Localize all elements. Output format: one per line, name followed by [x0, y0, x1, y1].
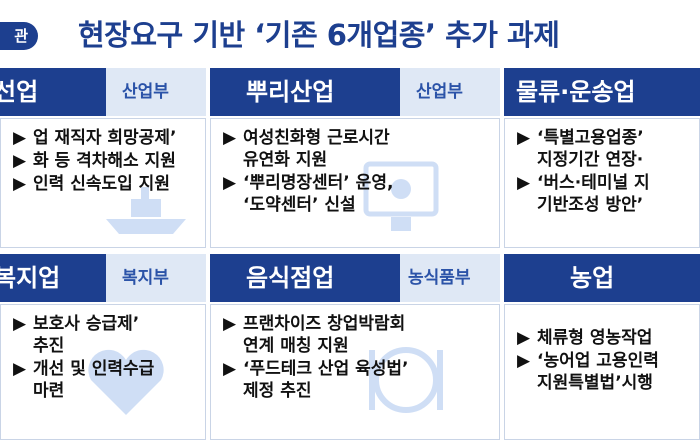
cell-head-welfare: 복지업 복지부 [0, 254, 206, 302]
bullet-item: ▶‘푸드테크 산업 육성법’제정 추진 [223, 359, 409, 401]
ship-icon [106, 187, 186, 234]
sector-label: 음식점업 [246, 264, 335, 292]
ministry-label: 복지부 [122, 268, 169, 288]
heart-hand-icon [88, 349, 164, 415]
header: 관 현장요구 기반 ‘기존 6개업종’ 추가 과제 [0, 0, 700, 64]
ministry-label: 산업부 [416, 82, 463, 102]
bullet-item: ▶‘뿌리명장센터’ 운영,‘도약센터’ 신설 [223, 173, 394, 215]
bullet-item: ▶인력 신속도입 지원 [13, 174, 170, 194]
sector-label: 물류·운송업 [516, 78, 636, 106]
bullet-item: ▶보호사 승급제’추진 [13, 314, 140, 356]
header-badge: 관 [0, 22, 38, 50]
sector-label: 선업 [0, 78, 39, 106]
plate-icon [369, 347, 443, 413]
ministry-label: 농식품부 [408, 268, 471, 288]
sector-grid: 선업 산업부 ▶업 재직자 희망공제’ ▶화 등 격차해소 지원 ▶인력 신속도… [0, 68, 700, 440]
bullet-item: ▶‘특별고용업종’지정기간 연장· [517, 128, 644, 170]
page-title: 현장요구 기반 ‘기존 6개업종’ 추가 과제 [78, 18, 560, 52]
monitor-icon [363, 161, 439, 231]
ministry-label: 산업부 [122, 82, 169, 102]
cell-head-agriculture: 농업 [504, 254, 700, 302]
cell-body-shipbuilding: ▶업 재직자 희망공제’ ▶화 등 격차해소 지원 ▶인력 신속도입 지원 [0, 118, 206, 248]
bullet-item: ▶체류형 영농작업 [517, 328, 653, 348]
sector-label: 복지업 [0, 264, 61, 292]
bullet-item: ▶업 재직자 희망공제’ [13, 128, 177, 148]
sector-label: 농업 [570, 264, 615, 292]
cell-head-shipbuilding: 선업 산업부 [0, 68, 206, 116]
cell-head-restaurant: 음식점업 농식품부 [210, 254, 500, 302]
cell-head-logistics: 물류·운송업 [504, 68, 700, 116]
sector-label: 뿌리산업 [246, 78, 335, 106]
bullet-item: ▶화 등 격차해소 지원 [13, 151, 176, 171]
cell-head-root-industry: 뿌리산업 산업부 [210, 68, 500, 116]
